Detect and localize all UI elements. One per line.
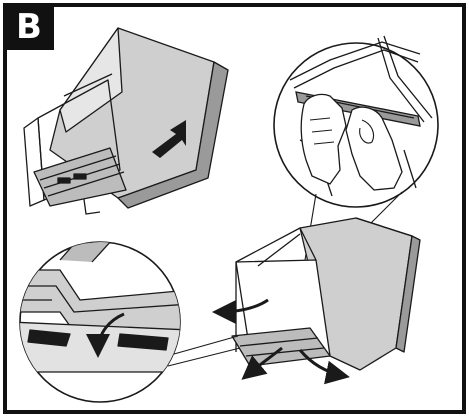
hand-icon xyxy=(345,106,403,191)
hand-icon xyxy=(300,93,347,185)
step-badge: B xyxy=(4,4,54,50)
detail-circle-bottom xyxy=(19,241,181,403)
arrow-icon xyxy=(86,312,125,358)
grass-bag-bottom xyxy=(231,217,421,371)
arrow-icon xyxy=(241,346,283,380)
arrow-icon xyxy=(152,120,186,158)
grass-bag-top xyxy=(23,27,229,215)
arrow-icon xyxy=(298,349,350,385)
arrow-icon xyxy=(212,298,269,324)
